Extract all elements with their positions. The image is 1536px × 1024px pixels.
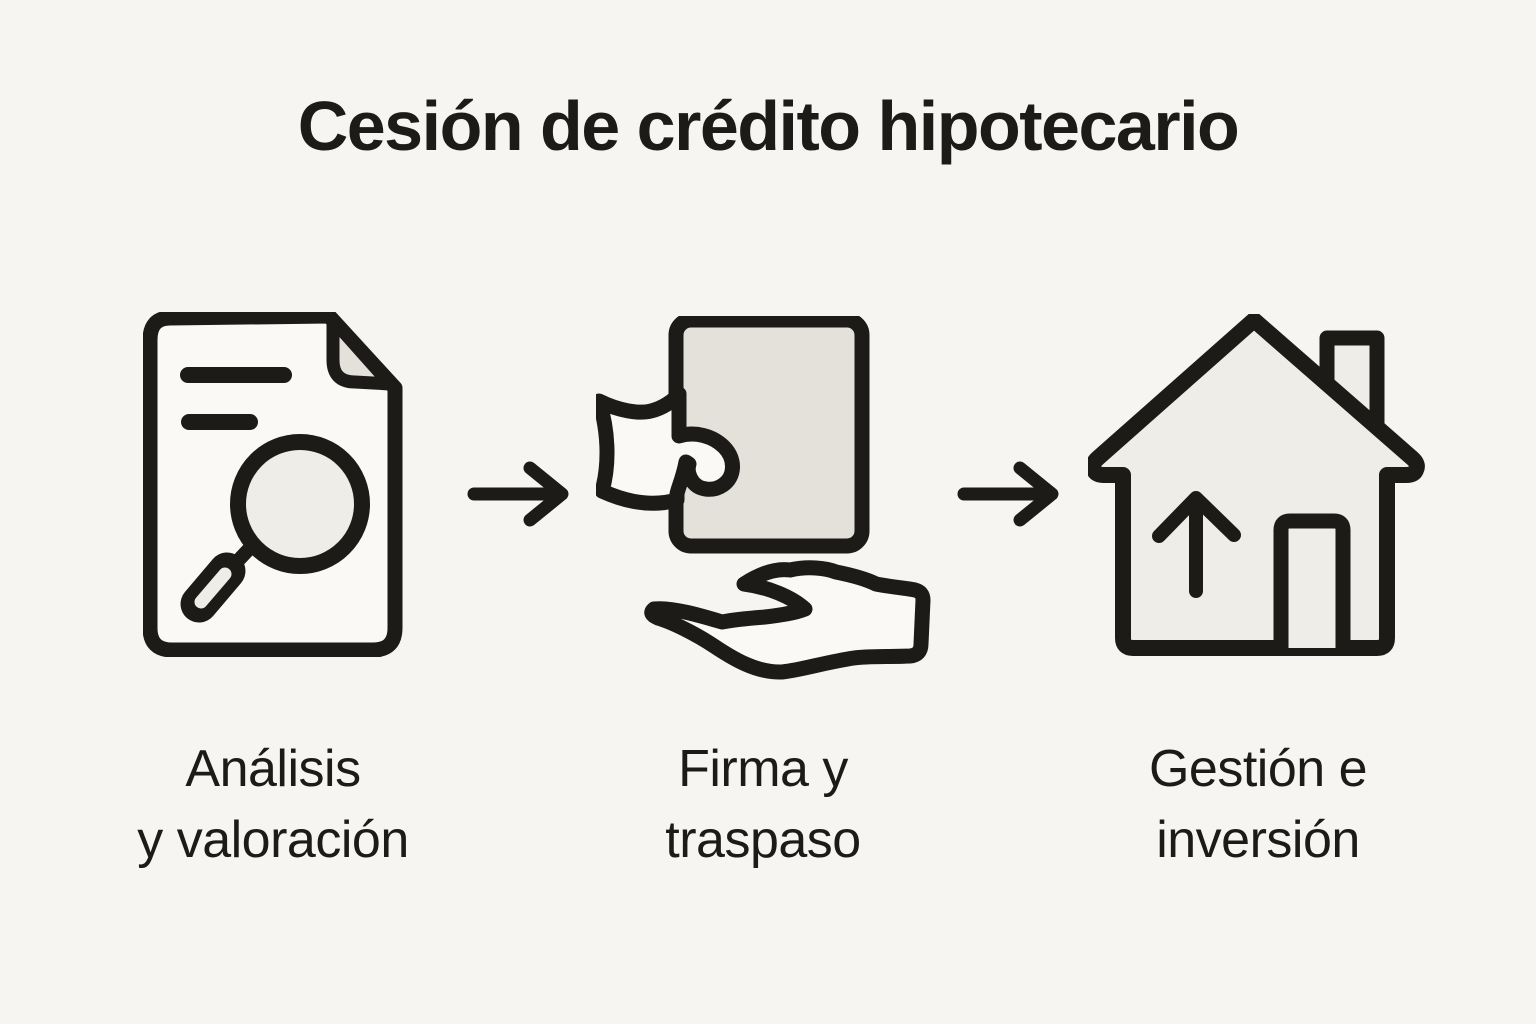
step-analisis-icon-area	[143, 312, 403, 684]
hand-document-icon	[595, 316, 930, 680]
right-arrow-icon	[957, 461, 1059, 527]
grabbing-hand-shape	[595, 386, 740, 511]
arrow-head	[1013, 461, 1059, 527]
page-title: Cesión de crédito hipotecario	[297, 87, 1240, 165]
flow-arrow-2	[943, 312, 1073, 530]
growth-arrow-head	[1152, 491, 1241, 543]
arrow-head	[523, 461, 569, 527]
label-line-2: traspaso	[665, 810, 861, 869]
step-firma: Firma y traspaso	[583, 312, 943, 875]
right-arrow-icon	[467, 461, 569, 527]
label-line-1: Firma y	[678, 740, 848, 798]
paper-fold-corner	[326, 313, 397, 391]
step-gestion-icon-area	[1088, 312, 1428, 684]
document-magnifier-icon	[143, 312, 403, 657]
magnifier-lens	[230, 434, 370, 574]
process-flow: Análisis y valoración	[0, 312, 1536, 875]
house-growth-icon	[1088, 314, 1425, 656]
label-line-1: Gestión e	[1148, 740, 1368, 798]
step-firma-label: Firma y traspaso	[665, 734, 861, 875]
label-line-1: Análisis	[185, 740, 361, 798]
step-gestion: Gestión e inversión	[1073, 312, 1443, 875]
magnifier-handle-inner	[194, 567, 232, 609]
receiving-hand-shape	[643, 560, 930, 680]
door-shape	[1273, 513, 1351, 648]
step-firma-icon-area	[595, 312, 931, 684]
flow-arrow-1	[453, 312, 583, 530]
label-line-2: y valoración	[137, 810, 409, 869]
label-line-2: inversión	[1156, 810, 1360, 869]
step-gestion-label: Gestión e inversión	[1148, 734, 1368, 875]
step-analisis-label: Análisis y valoración	[137, 734, 409, 875]
step-analisis: Análisis y valoración	[93, 312, 453, 875]
